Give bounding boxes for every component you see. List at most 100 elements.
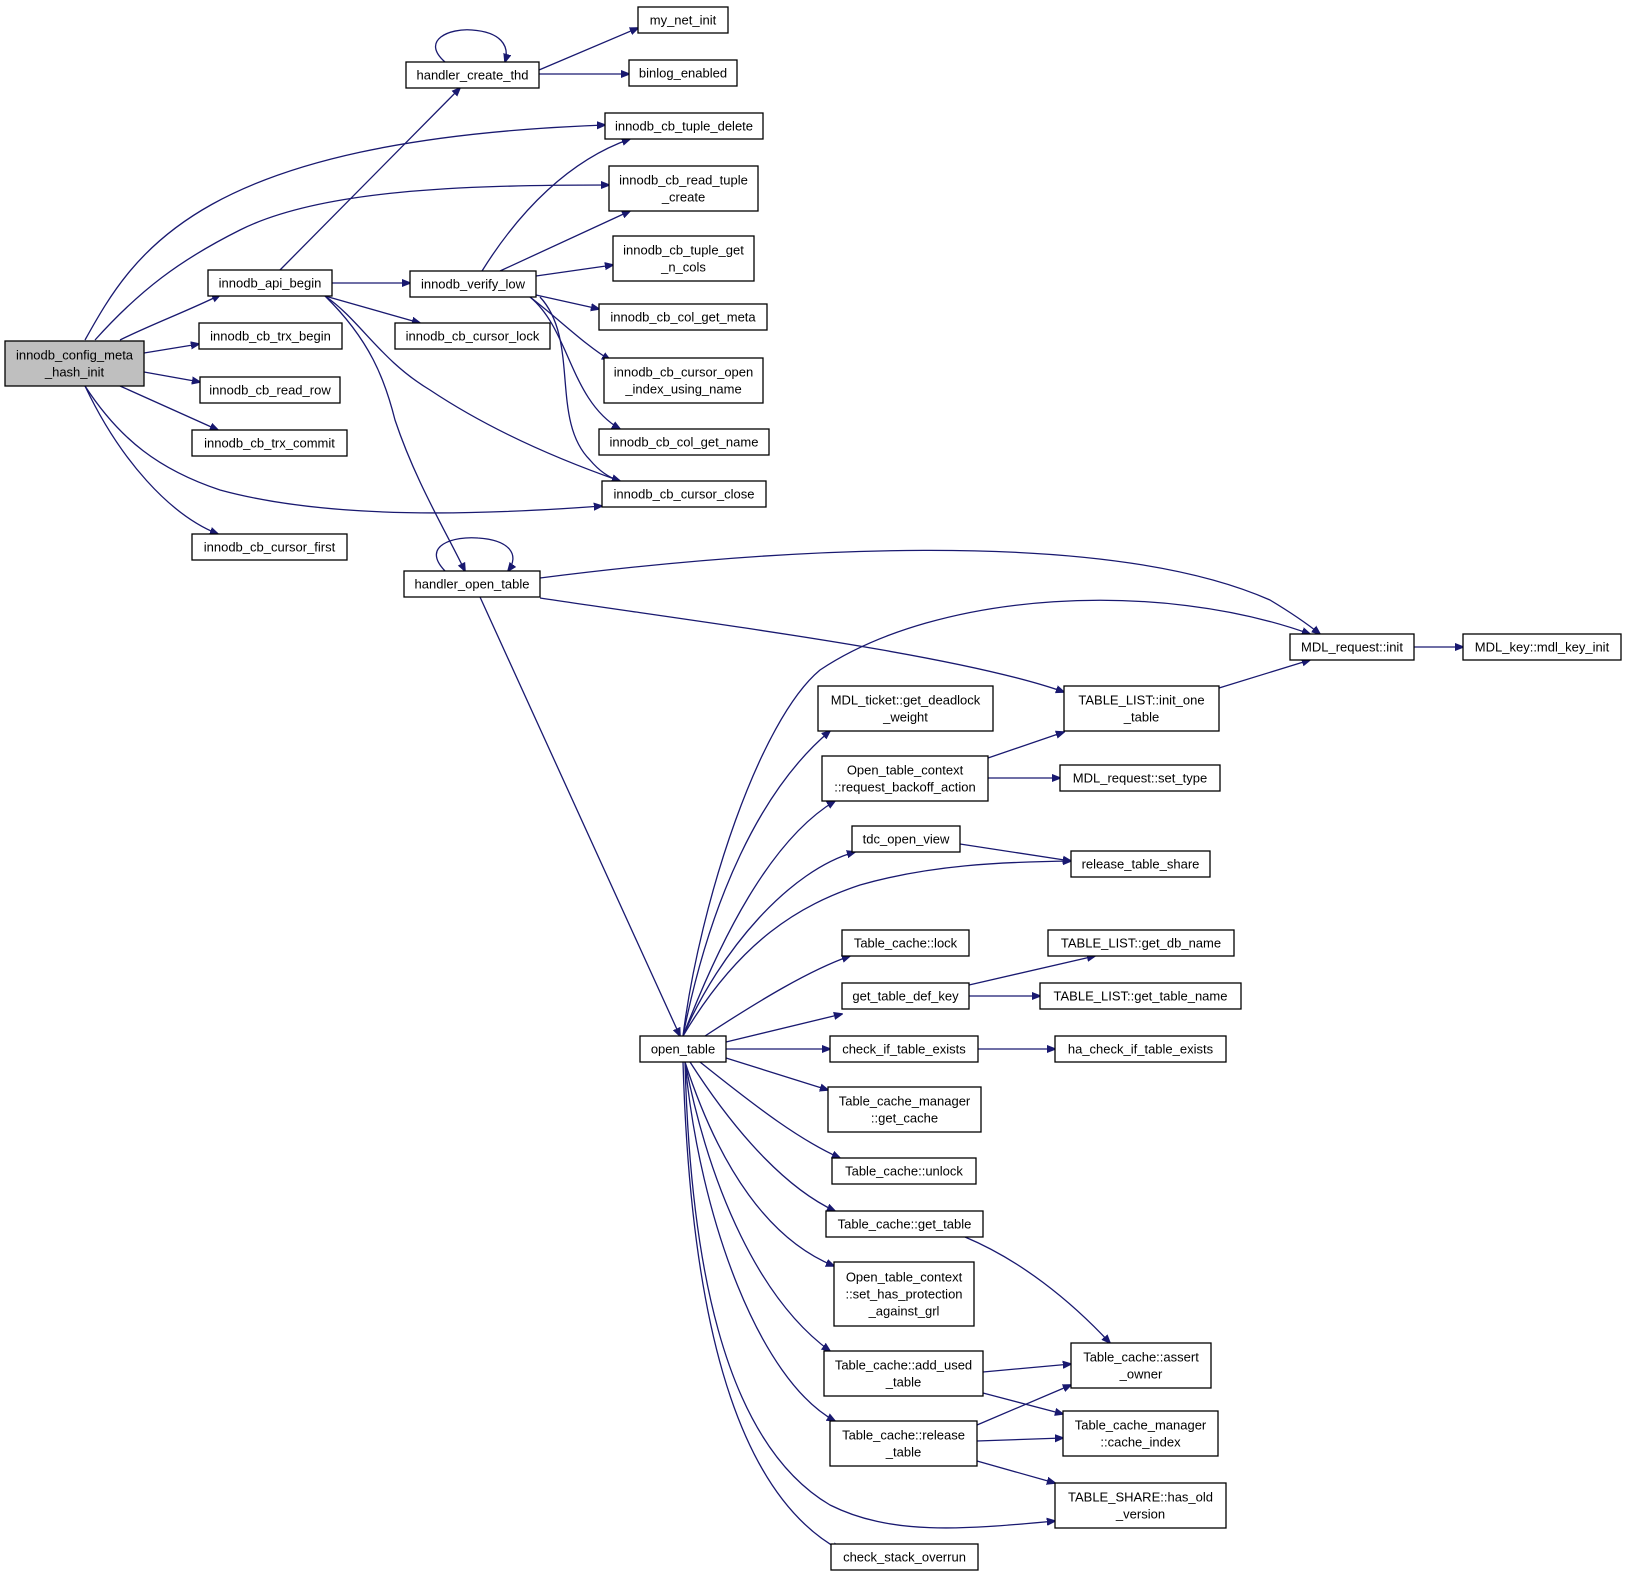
node-tcmgc[interactable]: Table_cache_manager::get_cache xyxy=(827,1086,982,1133)
node-tlio[interactable]: TABLE_LIST::init_one_table xyxy=(1063,685,1220,732)
node-box xyxy=(829,1035,979,1063)
node-tov[interactable]: tdc_open_view xyxy=(851,825,961,853)
node-root[interactable]: innodb_config_meta_hash_init xyxy=(4,340,145,387)
node-ccc[interactable]: innodb_cb_cursor_close xyxy=(601,480,767,508)
node-label: handler_open_table xyxy=(415,577,530,592)
node-iab[interactable]: innodb_api_begin xyxy=(207,269,333,297)
node-tshov[interactable]: TABLE_SHARE::has_old_version xyxy=(1054,1482,1227,1529)
node-label: my_net_init xyxy=(650,13,717,28)
edge-ot-to-otcshp xyxy=(684,1061,834,1266)
node-otcshp[interactable]: Open_table_context::set_has_protection_a… xyxy=(833,1261,975,1327)
edge-ot-to-tcgt xyxy=(689,1061,835,1211)
node-ot[interactable]: open_table xyxy=(639,1035,727,1063)
node-hot[interactable]: handler_open_table xyxy=(403,570,541,598)
node-label: _weight xyxy=(882,710,928,725)
node-tlgdn[interactable]: TABLE_LIST::get_db_name xyxy=(1047,929,1235,957)
node-hcite[interactable]: ha_check_if_table_exists xyxy=(1054,1035,1227,1063)
node-label: TABLE_LIST::get_db_name xyxy=(1061,936,1221,951)
edge-tcrt-to-tshov xyxy=(976,1460,1055,1483)
node-label: Open_table_context xyxy=(847,763,964,778)
node-ccf[interactable]: innodb_cb_cursor_first xyxy=(191,533,348,561)
node-label: Table_cache_manager xyxy=(839,1094,971,1109)
edge-ot-to-tshov xyxy=(684,1061,1055,1529)
node-ivl[interactable]: innodb_verify_low xyxy=(409,270,537,298)
node-mtgdw[interactable]: MDL_ticket::get_deadlock_weight xyxy=(817,685,994,732)
edge-hot-to-hot xyxy=(435,537,513,571)
node-tcao[interactable]: Table_cache::assert_owner xyxy=(1070,1342,1212,1389)
node-label: get_table_def_key xyxy=(852,989,959,1004)
edge-ivl-to-ccc xyxy=(539,296,620,481)
node-label: MDL_request::set_type xyxy=(1073,771,1207,786)
node-label: _table xyxy=(885,1375,921,1390)
node-label: MDL_ticket::get_deadlock xyxy=(831,693,981,708)
node-be[interactable]: binlog_enabled xyxy=(628,59,738,87)
node-mrst[interactable]: MDL_request::set_type xyxy=(1059,764,1221,792)
node-label: Table_cache::get_table xyxy=(838,1217,972,1232)
node-rts[interactable]: release_table_share xyxy=(1070,850,1211,878)
edge-tcaut-to-tcmci xyxy=(982,1392,1063,1414)
node-tcgt[interactable]: Table_cache::get_table xyxy=(825,1210,984,1238)
node-box xyxy=(829,1420,978,1467)
node-cso[interactable]: check_stack_overrun xyxy=(830,1543,979,1571)
node-box xyxy=(612,235,755,282)
node-box xyxy=(394,322,551,350)
node-label: Open_table_context xyxy=(846,1270,963,1285)
node-otcrba[interactable]: Open_table_context::request_backoff_acti… xyxy=(821,755,989,802)
node-mri[interactable]: MDL_request::init xyxy=(1289,633,1415,661)
edge-ot-to-rts xyxy=(682,861,1071,1037)
node-box xyxy=(207,269,333,297)
node-box xyxy=(405,61,540,89)
node-box xyxy=(1054,1035,1227,1063)
node-label: innodb_cb_cursor_open xyxy=(614,365,754,380)
node-cite[interactable]: check_if_table_exists xyxy=(829,1035,979,1063)
node-tcl[interactable]: Table_cache::lock xyxy=(841,929,970,957)
node-label: ::cache_index xyxy=(1100,1435,1181,1450)
node-label: ::get_cache xyxy=(871,1111,938,1126)
edge-tcgt-to-tcao xyxy=(964,1236,1110,1343)
node-label: _owner xyxy=(1119,1367,1163,1382)
node-label: innodb_cb_read_tuple xyxy=(619,173,748,188)
node-box xyxy=(198,322,343,350)
node-tlgtn[interactable]: TABLE_LIST::get_table_name xyxy=(1039,982,1242,1010)
node-label: check_stack_overrun xyxy=(843,1550,966,1565)
edge-ivl-to-ccgm xyxy=(535,294,599,309)
node-label: MDL_request::init xyxy=(1301,640,1403,655)
node-box xyxy=(830,1543,979,1571)
node-ctgn[interactable]: innodb_cb_tuple_get_n_cols xyxy=(612,235,755,282)
node-ccgn[interactable]: innodb_cb_col_get_name xyxy=(598,428,770,456)
node-box xyxy=(598,428,770,456)
node-tcaut[interactable]: Table_cache::add_used_table xyxy=(823,1350,984,1397)
node-label: innodb_cb_tuple_delete xyxy=(615,119,753,134)
edge-hot-to-mri xyxy=(539,549,1320,634)
node-ctb[interactable]: innodb_cb_trx_begin xyxy=(198,322,343,350)
node-ccl[interactable]: innodb_cb_cursor_lock xyxy=(394,322,551,350)
node-crr[interactable]: innodb_cb_read_row xyxy=(199,376,341,404)
node-box xyxy=(841,929,970,957)
node-tcu[interactable]: Table_cache::unlock xyxy=(831,1157,977,1185)
edge-hct-to-hct xyxy=(435,29,507,62)
node-crtc[interactable]: innodb_cb_read_tuple_create xyxy=(608,165,759,212)
node-hct[interactable]: handler_create_thd xyxy=(405,61,540,89)
edge-ot-to-cso xyxy=(682,1061,840,1550)
node-mni[interactable]: my_net_init xyxy=(637,6,729,34)
node-tcmci[interactable]: Table_cache_manager::cache_index xyxy=(1062,1410,1219,1457)
node-ccgm[interactable]: innodb_cb_col_get_meta xyxy=(598,303,768,331)
node-label: innodb_config_meta xyxy=(16,348,134,363)
node-tcrt[interactable]: Table_cache::release_table xyxy=(829,1420,978,1467)
edge-ot-to-tcmgc xyxy=(725,1057,828,1090)
node-box xyxy=(1039,982,1242,1010)
node-mki[interactable]: MDL_key::mdl_key_init xyxy=(1462,633,1622,661)
node-box xyxy=(1289,633,1415,661)
node-label: ::set_has_protection xyxy=(845,1287,962,1302)
edge-root-to-ccf xyxy=(84,385,218,534)
node-label: _version xyxy=(1115,1507,1165,1522)
node-ctc[interactable]: innodb_cb_trx_commit xyxy=(191,429,348,457)
nodes-layer: innodb_config_meta_hash_init handler_crea… xyxy=(4,6,1622,1571)
node-ctd[interactable]: innodb_cb_tuple_delete xyxy=(604,112,764,140)
node-gtdk[interactable]: get_table_def_key xyxy=(841,982,970,1010)
node-ccoi[interactable]: innodb_cb_cursor_open_index_using_name xyxy=(603,357,764,404)
node-label: innodb_cb_read_row xyxy=(209,383,331,398)
node-label: open_table xyxy=(651,1042,715,1057)
edge-root-to-ctd xyxy=(84,125,605,341)
edge-iab-to-hot xyxy=(324,295,465,571)
